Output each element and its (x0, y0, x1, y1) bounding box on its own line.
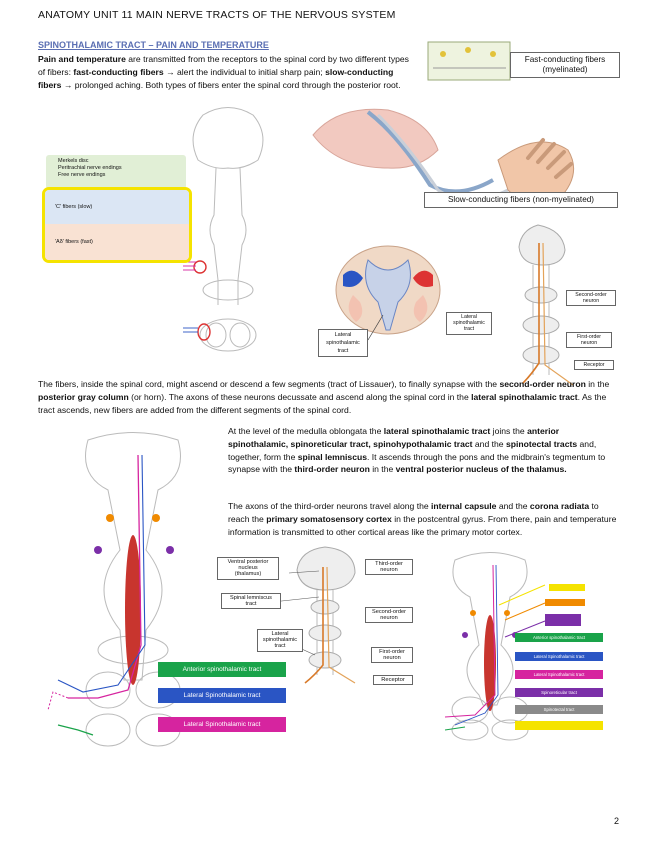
p3-bold-6: spinotectal tracts (505, 438, 578, 449)
fibers-paragraph: The fibers, inside the spinal cord, migh… (38, 378, 618, 416)
legend4-yellow (515, 721, 603, 730)
p3-bold-8: spinal lemniscus (297, 451, 368, 462)
fast-fibers-label: Fast-conducting fibers (myelinated) (510, 52, 620, 78)
p4-bold-2: internal capsule (431, 501, 497, 511)
intro-paragraph: Pain and temperature are transmitted fro… (38, 53, 410, 91)
intro-bold-5: slow-conducting fibers (38, 66, 394, 90)
legend4-anterior: Anterior spinothalamic tract (515, 633, 603, 642)
pathway-drawing (262, 546, 356, 684)
tag-orange (545, 599, 585, 606)
third-order-neuron-label: Third-order neuron (365, 559, 413, 576)
p3-text-7: and, together, form the (228, 438, 597, 462)
figure-brainstem-tracts (38, 430, 228, 747)
p4-bold-6: primary somatosensory cortex (266, 513, 392, 524)
spinal-lemniscus-label: Spinal lemniscus tract (221, 593, 281, 610)
p2-bold-6: lateral spinothalamic tract (471, 391, 578, 402)
first-order-neuron-label: First-order neuron (566, 332, 612, 349)
p2-text-5: (or horn). The axons of these neurons de… (128, 391, 472, 402)
legend4-spinoreticular: Spinoreticular tract (515, 688, 603, 697)
lateral-spinothalamic-label-center: Lateral spinothalamic tract (318, 329, 368, 357)
brainstem-tracts-drawing (47, 432, 181, 747)
p3-bold-12: ventral posterior nucleus of the thalamu… (395, 464, 567, 475)
legend-lateral-spinothalamic-blue: Lateral Spinothalamic tract (158, 688, 286, 703)
p2-bold-2: second-order neuron (499, 379, 586, 389)
p2-text-3: in the (585, 379, 610, 389)
c-fibers-row: 'C' fibers (slow) (45, 190, 189, 224)
legend4-spinotectal: Spinotectal tract (515, 705, 603, 714)
receptor-label: Receptor (574, 360, 614, 371)
p4-text-1: The axons of the third-order neurons tra… (228, 501, 432, 511)
brainstem-outline-drawing (183, 41, 575, 386)
lateral-spinothalamic-label-right: Lateral spinothalamic tract (446, 312, 492, 335)
p3-text-5: and the (472, 438, 506, 449)
c-fibers-label: 'C' fibers (slow) (55, 204, 93, 210)
receptor-types-box: Merkels disc Peritrachial nerve endings … (46, 155, 186, 189)
intro-text-4: → alert the individual to initial sharp … (163, 66, 326, 77)
legend-anterior-spinothalamic: Anterior spinothalamic tract (158, 662, 286, 677)
first-order-neuron-label-2: First-order neuron (371, 647, 413, 664)
section-title: SPINOTHALAMIC TRACT – PAIN AND TEMPERATU… (38, 40, 269, 50)
intro-text-2: are transmitted from the receptors to th… (38, 54, 409, 77)
second-order-neuron-label-2: Second-order neuron (365, 607, 413, 624)
medulla-paragraph: At the level of the medulla oblongata th… (228, 425, 618, 476)
thalamus-paragraph: The axons of the third-order neurons tra… (228, 500, 618, 538)
receptor-type-peritrachial: Peritrachial nerve endings (58, 165, 122, 171)
second-order-neuron-label: Second-order neuron (566, 290, 616, 307)
page-header-title: ANATOMY UNIT 11 MAIN NERVE TRACTS OF THE… (38, 9, 396, 21)
p3-text-9: . It ascends through the pons and the mi… (228, 451, 606, 475)
figure-multiple-tracts: Anterior spinothalamic tract Lateral Spi… (425, 545, 620, 741)
p3-text-11: in the (369, 464, 396, 475)
p3-bold-4: anterior spinothalamic, spinoreticular t… (228, 426, 560, 449)
p3-bold-10: third-order neuron (294, 464, 370, 475)
receptor-type-free-nerve: Free nerve endings (58, 172, 106, 178)
ventral-posterior-nucleus-label: Ventral posterior nucleus (thalamus) (217, 557, 279, 580)
tag-yellow (549, 584, 585, 591)
tag-purple (545, 614, 581, 626)
intro-bold-3: fast-conducting fibers (73, 66, 164, 77)
page-number: 2 (613, 816, 619, 826)
intro-text-6: → prolonged aching. Both types of fibers… (61, 79, 401, 90)
a-delta-fibers-label: 'Aδ' fibers (fast) (55, 239, 93, 245)
p4-text-7: in the postcentral gyrus. From there, pa… (228, 513, 617, 537)
lateral-spinothalamic-label-3: Lateral spinothalamic tract (257, 629, 303, 652)
legend4-lateral-pink: Lateral Spinothalamic tract (515, 670, 603, 679)
slow-fibers-label: Slow-conducting fibers (non-myelinated) (424, 192, 618, 208)
fiber-types-highlight-box: 'C' fibers (slow) 'Aδ' fibers (fast) (42, 187, 192, 263)
p3-bold-2: lateral spinothalamic tract (383, 426, 491, 436)
p2-text-1: The fibers, inside the spinal cord, migh… (38, 379, 500, 389)
receptor-label-2: Receptor (373, 675, 413, 686)
multi-tract-drawing (444, 552, 546, 741)
figure-fiber-types: Merkels disc Peritrachial nerve endings … (38, 40, 620, 386)
p3-text-1: At the level of the medulla oblongata th… (228, 426, 384, 436)
legend-lateral-spinothalamic-pink: Lateral Spinothalamic tract (158, 717, 286, 732)
p4-text-3: and the (496, 501, 530, 511)
intro-bold-1: Pain and temperature (38, 54, 126, 64)
p3-text-3: joins the (490, 426, 528, 436)
a-delta-fibers-row: 'Aδ' fibers (fast) (45, 224, 189, 260)
receptor-type-merkel: Merkels disc (58, 158, 89, 164)
p4-bold-4: corona radiata (529, 501, 590, 511)
p2-bold-4: posterior gray column (38, 391, 129, 402)
legend4-lateral-blue: Lateral Spinothalamic tract (515, 652, 603, 661)
p4-text-5: to reach the (228, 501, 599, 524)
figure-pathway-schematic: Ventral posterior nucleus (thalamus) Thi… (215, 545, 415, 690)
p2-text-7: . As the tract ascends, new fibers are a… (38, 391, 607, 415)
